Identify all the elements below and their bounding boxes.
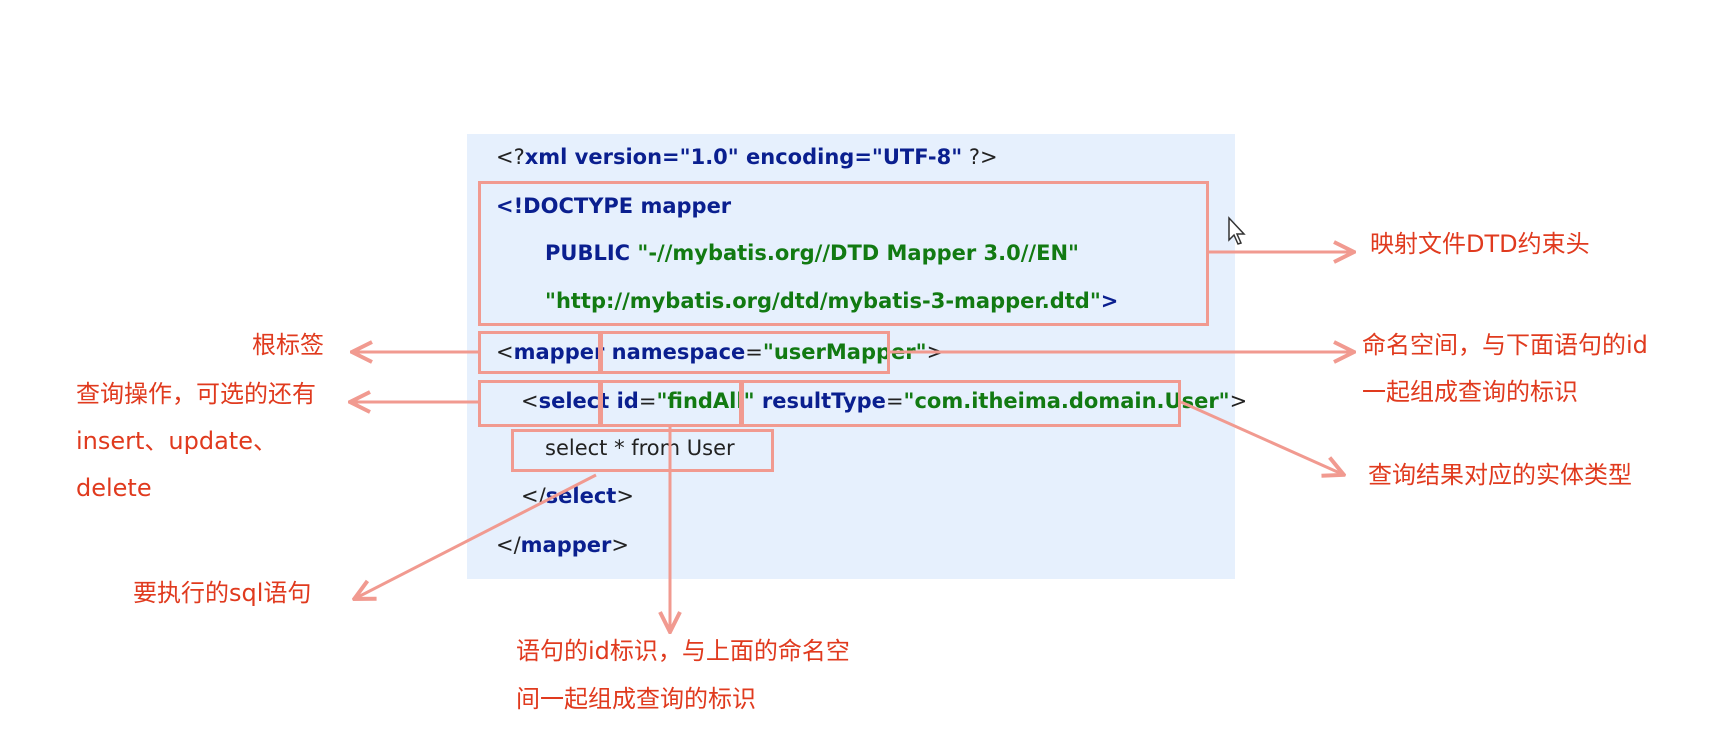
mapper-tag-highlight-box xyxy=(478,331,603,374)
mapper-tag: mapper xyxy=(513,340,605,364)
label-statement-id-line2: 间一起组成查询的标识 xyxy=(516,685,756,713)
id-value: "findAll" xyxy=(656,389,755,413)
label-statement-id-line1: 语句的id标识，与上面的命名空 xyxy=(516,637,850,665)
mapper-lt: < xyxy=(496,340,514,364)
namespace-eq: = xyxy=(745,340,763,364)
doctype-open: <!DOCTYPE xyxy=(496,194,634,218)
sql-line: select * from User xyxy=(545,433,735,463)
mouse-pointer-icon xyxy=(1228,216,1246,245)
label-root-tag: 根标签 xyxy=(252,331,324,359)
label-query-op-line2: insert、update、 xyxy=(76,427,277,455)
xml-declaration: <?xml version="1.0" encoding="UTF-8" ?> xyxy=(496,142,998,172)
result-type-highlight-box xyxy=(739,380,1181,427)
label-query-op-line1: 查询操作，可选的还有 xyxy=(76,380,316,408)
doctype-system-line: "http://mybatis.org/dtd/mybatis-3-mapper… xyxy=(545,286,1118,316)
doctype-name: mapper xyxy=(633,194,732,218)
namespace-attr: namespace xyxy=(604,340,746,364)
select-tag-highlight-box xyxy=(478,380,603,427)
label-namespace-line2: 一起组成查询的标识 xyxy=(1362,378,1578,406)
xml-decl-close: ?> xyxy=(962,145,998,169)
select-close-line: </select> xyxy=(521,481,634,511)
namespace-highlight-box xyxy=(598,331,890,374)
result-type-attr: resultType xyxy=(754,389,886,413)
xml-decl-open: <? xyxy=(496,145,525,169)
doctype-system-id: "http://mybatis.org/dtd/mybatis-3-mapper… xyxy=(545,289,1101,313)
label-query-op-line3: delete xyxy=(76,474,152,502)
mapper-gt: > xyxy=(926,340,945,364)
id-highlight-box xyxy=(598,380,744,427)
select-gt: > xyxy=(1229,389,1248,413)
sql-highlight-box xyxy=(511,429,774,472)
doctype-line: <!DOCTYPE mapper xyxy=(496,191,731,221)
doctype-public-id: "-//mybatis.org//DTD Mapper 3.0//EN" xyxy=(630,241,1079,265)
mapper-close-lt: </ xyxy=(496,533,521,557)
select-lt: < xyxy=(521,389,539,413)
id-attr: id xyxy=(609,389,639,413)
result-type-value: "com.itheima.domain.User" xyxy=(903,389,1230,413)
label-result-type: 查询结果对应的实体类型 xyxy=(1368,461,1632,489)
mapper-close-gt: > xyxy=(611,533,629,557)
doctype-public-keyword: PUBLIC xyxy=(545,241,631,265)
select-close-tag: select xyxy=(545,484,617,508)
xml-decl-body: xml version="1.0" encoding="UTF-8" xyxy=(524,145,963,169)
select-close-gt: > xyxy=(616,484,634,508)
select-close-lt: </ xyxy=(521,484,546,508)
doctype-close: > xyxy=(1100,289,1119,313)
select-open-line: <select id="findAll" resultType="com.ith… xyxy=(521,386,1247,416)
label-sql-statement: 要执行的sql语句 xyxy=(133,579,312,607)
doctype-public-line: PUBLIC "-//mybatis.org//DTD Mapper 3.0//… xyxy=(545,238,1079,268)
mapper-close-line: </mapper> xyxy=(496,530,629,560)
select-tag: select xyxy=(538,389,610,413)
label-namespace-line1: 命名空间，与下面语句的id xyxy=(1362,331,1648,359)
mapper-close-tag: mapper xyxy=(520,533,612,557)
result-type-eq: = xyxy=(885,389,904,413)
mapper-open-line: <mapper namespace="userMapper"> xyxy=(496,337,944,367)
label-dtd-header: 映射文件DTD约束头 xyxy=(1370,230,1590,258)
doctype-highlight-box xyxy=(478,181,1209,326)
id-eq: = xyxy=(638,389,657,413)
sql-text: select * from User xyxy=(545,436,735,460)
